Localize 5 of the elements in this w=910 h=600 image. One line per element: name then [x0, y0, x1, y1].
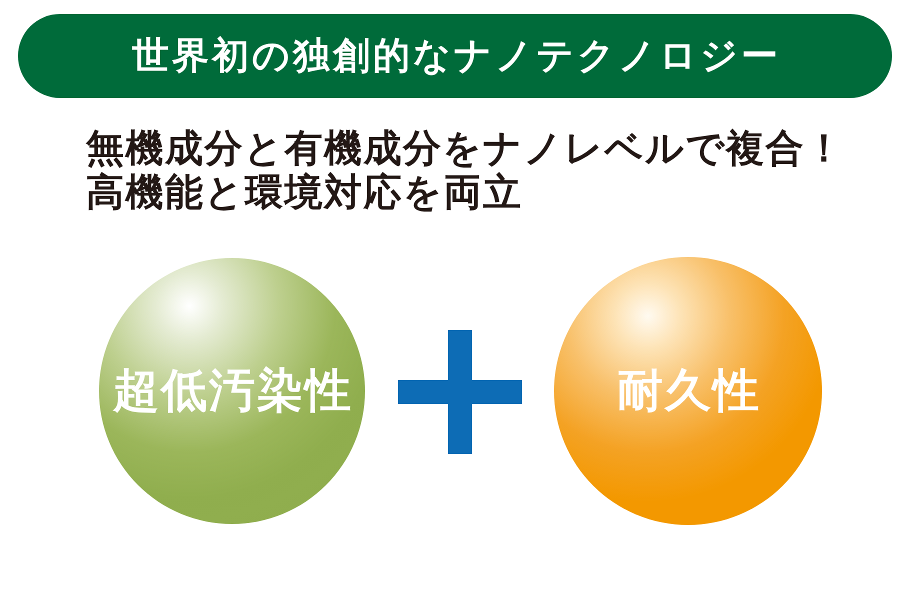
sphere: 耐久性: [554, 257, 822, 525]
headline-text: 高機能と環境対応を両立: [86, 170, 522, 214]
sphere: 超低汚染性: [99, 258, 365, 524]
headline-text: 無機成分と有機成分をナノレベルで複合！: [86, 126, 844, 170]
title-banner: 世界初の独創的なナノテクノロジー: [18, 14, 892, 98]
